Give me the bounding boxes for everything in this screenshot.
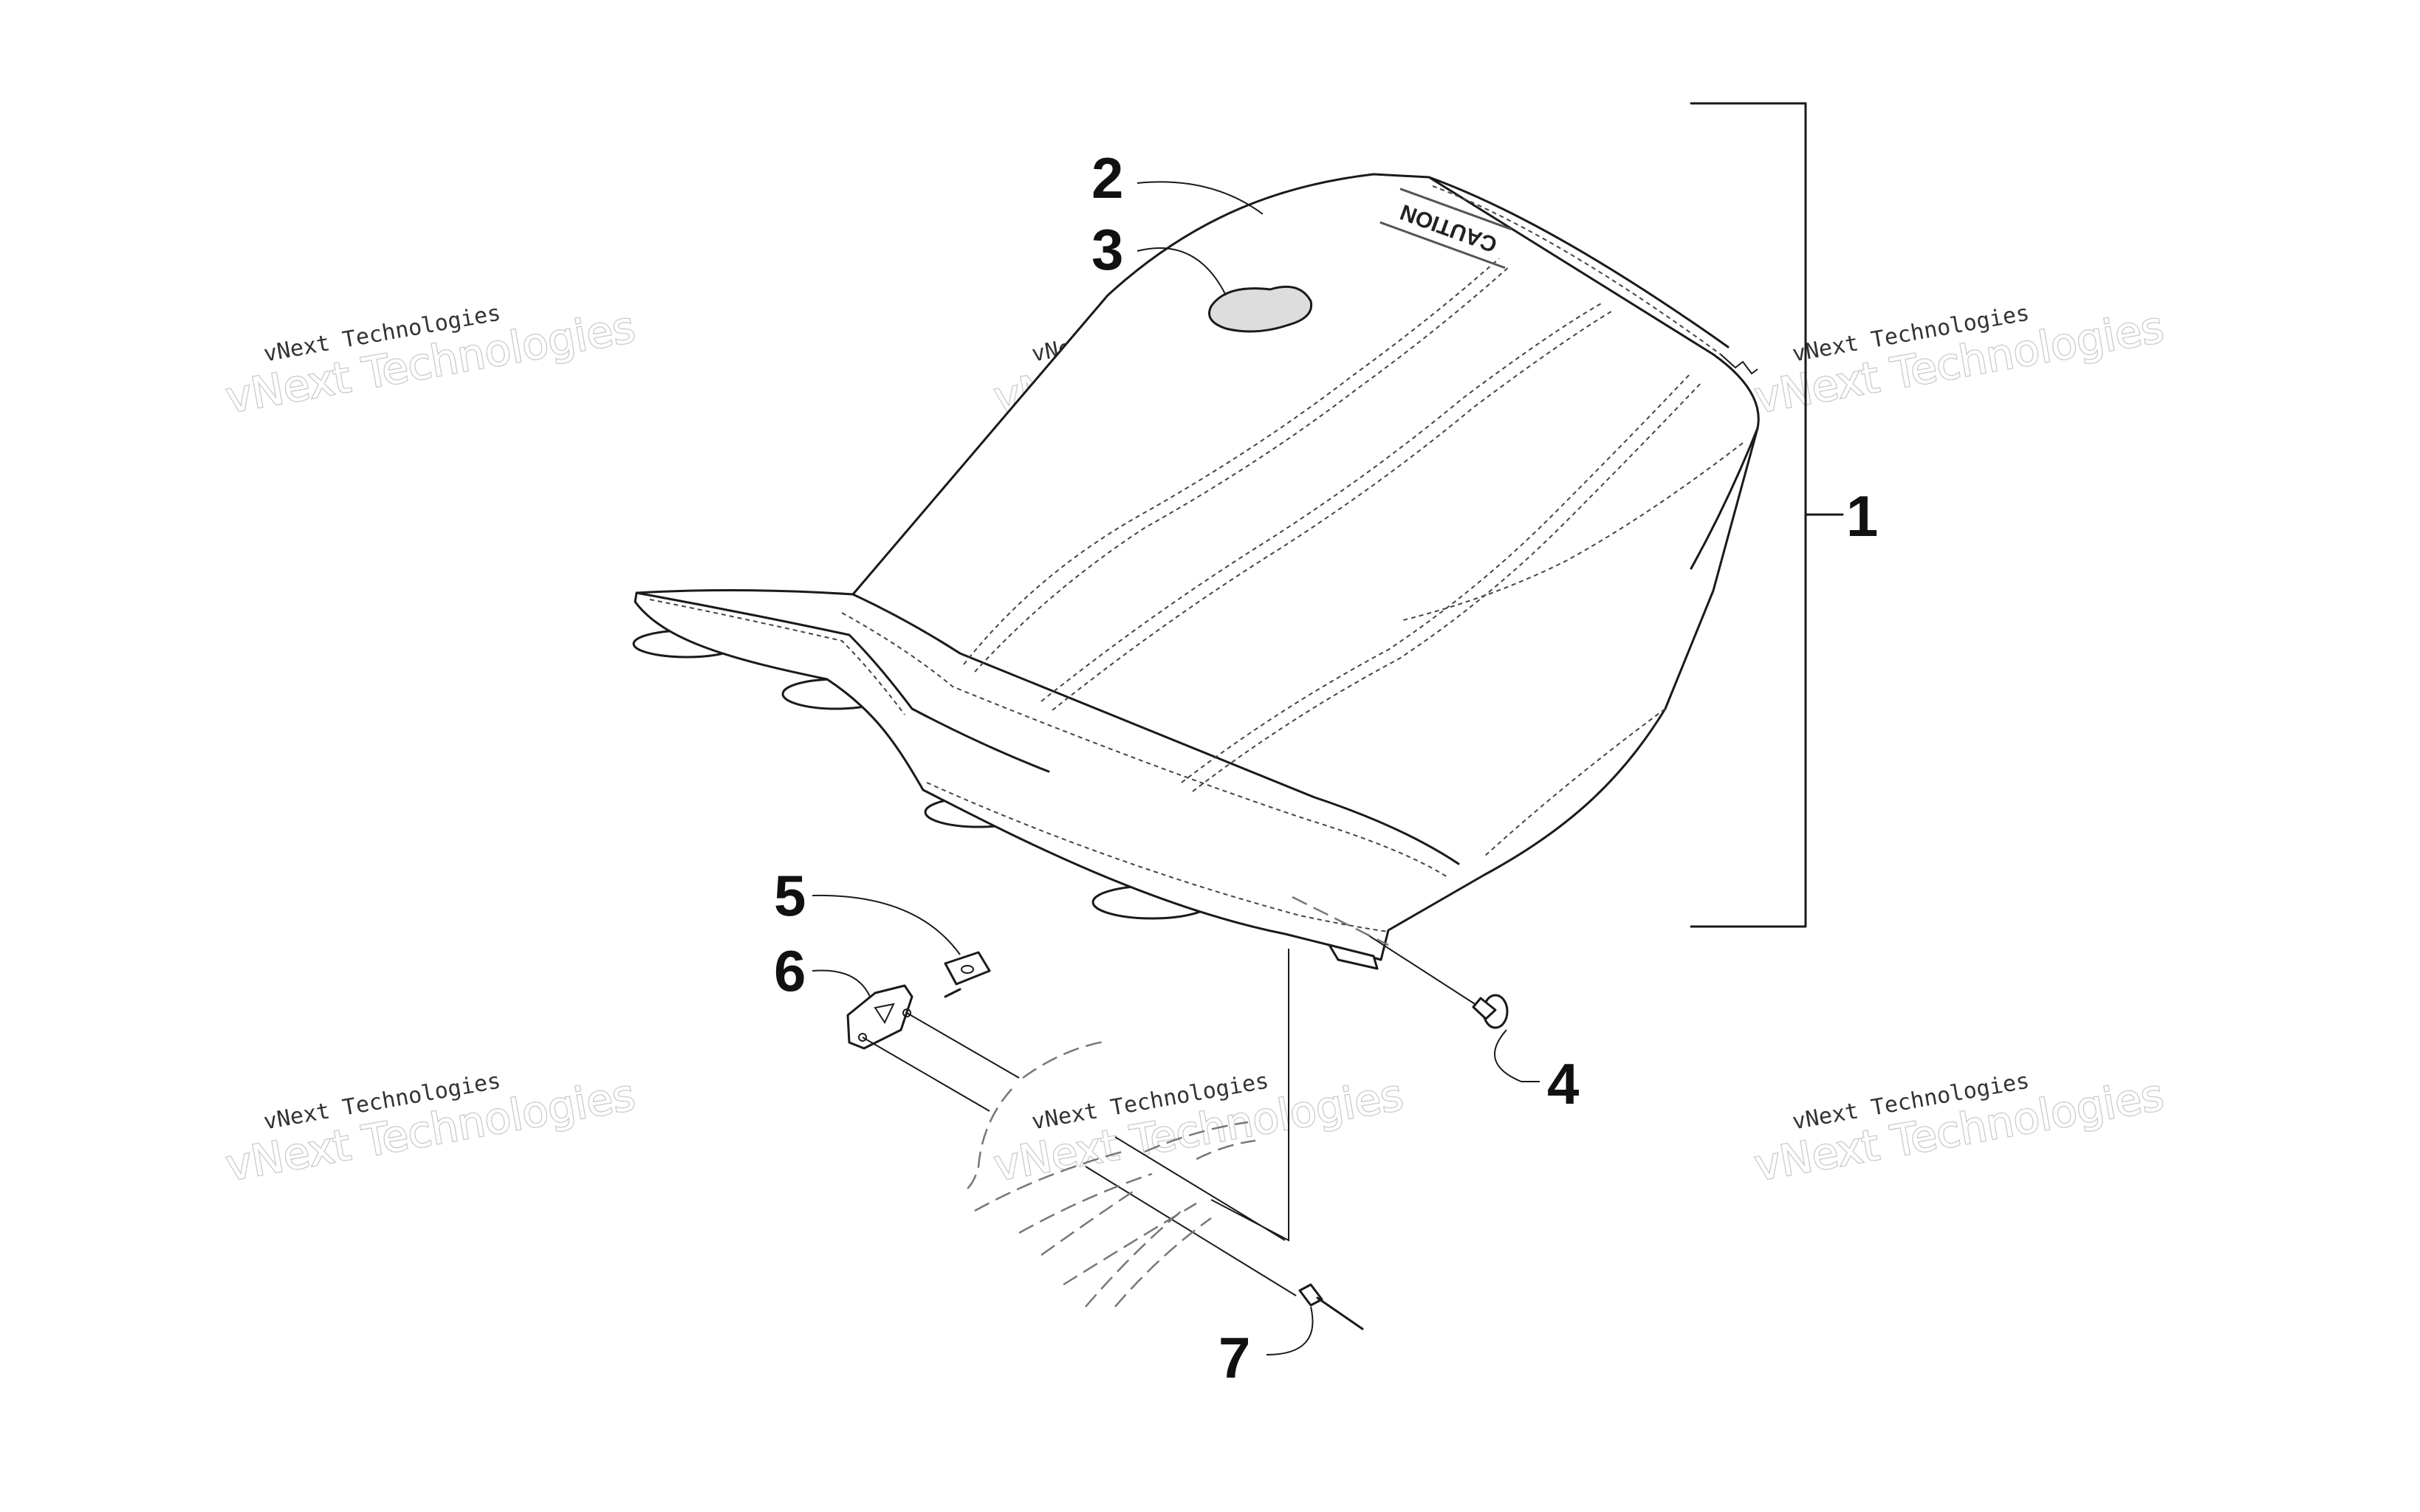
callout-4: 4 xyxy=(1547,1051,1579,1116)
seat-stripe-stitch xyxy=(1041,302,1603,702)
phantom-line xyxy=(1022,1040,1108,1079)
phantom-line xyxy=(967,1088,1012,1189)
phantom-line xyxy=(1085,1210,1182,1307)
seat-rear-stitch xyxy=(1484,708,1666,857)
mount-plate-hole xyxy=(902,1008,911,1017)
screw-shank-icon xyxy=(1472,997,1497,1020)
rivet-head-icon xyxy=(1298,1283,1323,1307)
seat-stripe-stitch xyxy=(974,265,1511,673)
callout-2-leader xyxy=(1137,181,1264,215)
seat-zipper-stitch xyxy=(1432,185,1721,355)
nut-clip-icon xyxy=(944,951,991,986)
mount-axis-line xyxy=(906,1012,1020,1079)
phantom-line xyxy=(1196,1139,1256,1161)
seat-bottom-stitch xyxy=(926,782,1389,932)
decal-text-line xyxy=(1379,221,1506,269)
seat-front-edge xyxy=(635,591,1050,773)
seat-outline xyxy=(634,173,1760,961)
phantom-line xyxy=(1018,1172,1153,1234)
callout-7-leader xyxy=(1266,1306,1314,1355)
watermark-5: vNext Technologies vNext Technologies xyxy=(990,1068,1408,1192)
watermark-3: vNext Technologies vNext Technologies xyxy=(1750,300,2168,425)
rivet-axis-line xyxy=(1085,1166,1297,1296)
watermark-6: vNext Technologies vNext Technologies xyxy=(1750,1068,2168,1192)
clip-to-plate-line xyxy=(944,988,962,998)
phantom-line xyxy=(1292,896,1389,946)
nut-clip-hole xyxy=(961,965,974,974)
callout-3: 3 xyxy=(1091,217,1123,282)
seat-assembly: CAUTION xyxy=(632,173,1760,970)
zipper-pull-icon xyxy=(1720,354,1758,375)
seat-repair-patch xyxy=(1208,285,1313,333)
callout-5-leader xyxy=(812,894,961,955)
seat-stripe-stitch xyxy=(1181,372,1692,783)
nut-clip-part xyxy=(944,951,991,986)
reference-line xyxy=(1210,949,1289,1242)
seat-front-stitch xyxy=(649,599,905,715)
mount-axis-line xyxy=(862,1037,990,1112)
phantom-line xyxy=(1144,1121,1249,1153)
assembly-bracket xyxy=(1690,102,1844,928)
callout-3-leader xyxy=(1137,247,1227,296)
callout-2: 2 xyxy=(1091,145,1123,210)
watermark-1: vNext Technologies vNext Technologies xyxy=(222,300,640,425)
mount-plate-hole xyxy=(858,1033,867,1042)
watermark-4: vNext Technologies vNext Technologies xyxy=(222,1068,640,1192)
mount-plate-icon xyxy=(846,984,914,1050)
callout-6: 6 xyxy=(774,938,806,1003)
callout-7: 7 xyxy=(1218,1325,1250,1390)
phantom-mount-surface xyxy=(967,896,1389,1307)
mount-plate-cutout xyxy=(874,1003,895,1025)
seat-stripe-stitch xyxy=(1052,309,1614,711)
screw-axis-line xyxy=(1365,933,1481,1008)
callout-5: 5 xyxy=(774,863,806,928)
seat-panel-stitch xyxy=(841,612,1448,878)
phantom-line xyxy=(974,1150,1123,1212)
callout-1: 1 xyxy=(1846,484,1878,549)
seat-side-stitch xyxy=(1402,442,1744,621)
callout-4-leader xyxy=(1494,1029,1540,1082)
seat-stripe-stitch xyxy=(963,258,1500,665)
mount-plate-part xyxy=(846,984,1020,1112)
screw-part xyxy=(1365,933,1509,1029)
seat-stripe-stitch xyxy=(1192,381,1703,792)
seat-side-edge xyxy=(1690,427,1759,570)
phantom-line xyxy=(1063,1202,1197,1286)
decal-text-line xyxy=(1399,188,1512,230)
phantom-line xyxy=(1114,1217,1212,1307)
rivet-shank-icon xyxy=(1316,1296,1364,1330)
seat-rear-tab xyxy=(1328,944,1379,970)
callout-6-leader xyxy=(812,969,871,997)
rivet-part xyxy=(1085,1136,1364,1330)
phantom-line xyxy=(1041,1187,1138,1257)
seat-panel-edge xyxy=(851,593,1460,865)
seat-rear-zipper-edge xyxy=(1427,176,1730,348)
